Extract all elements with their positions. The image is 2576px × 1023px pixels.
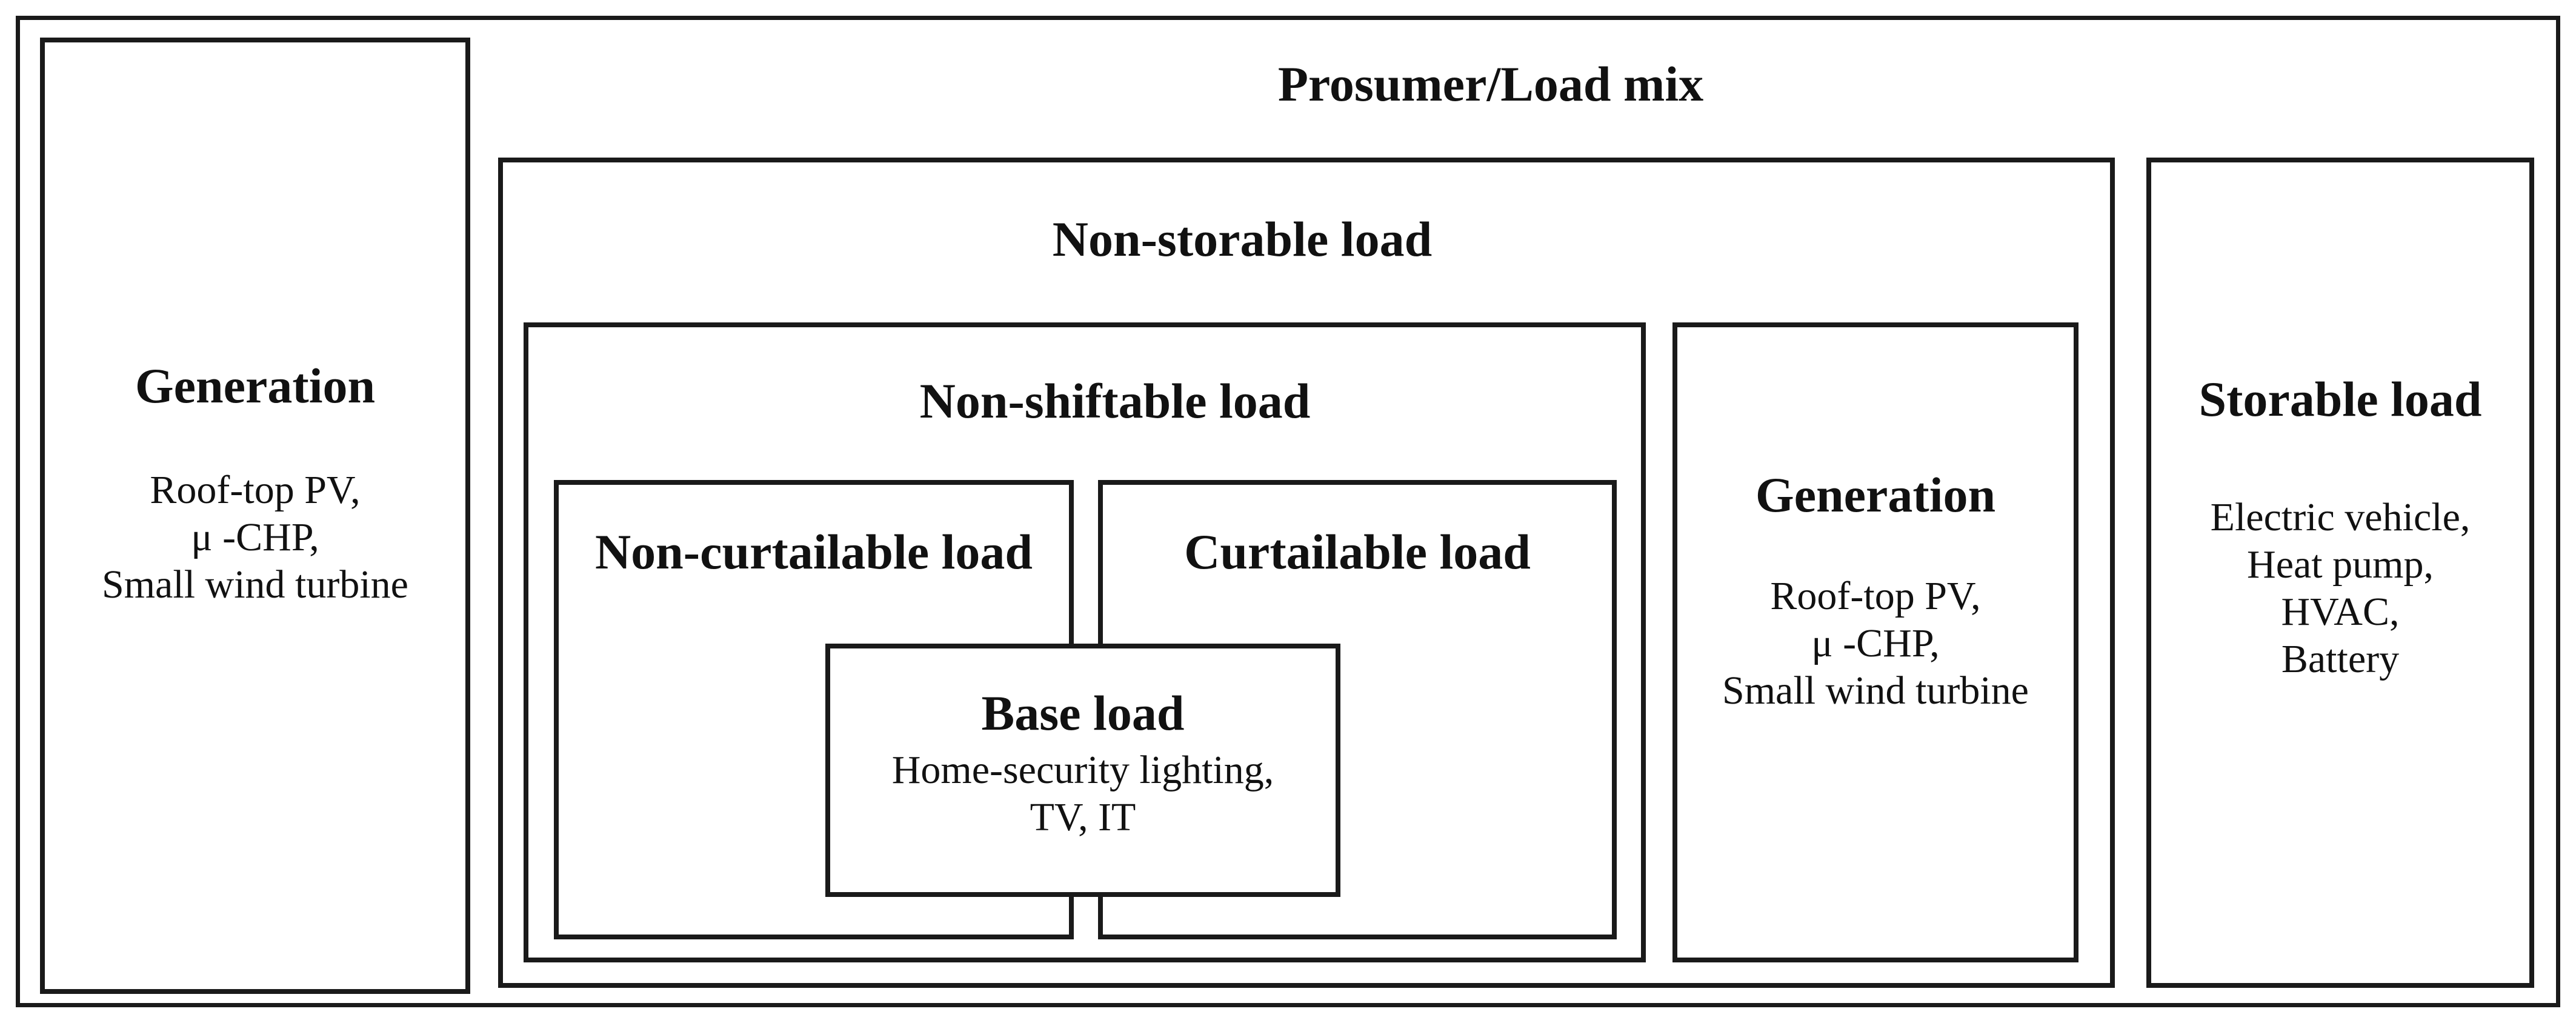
base-load-item: TV, IT — [1030, 795, 1136, 839]
base-load-box — [825, 644, 1340, 897]
generation-left-item: Roof-top PV, — [150, 468, 361, 512]
generation-box-left — [40, 38, 470, 994]
generation-left-item: μ -CHP, — [191, 515, 319, 559]
base-load-item: Home-security lighting, — [891, 748, 1274, 792]
base-load-heading: Base load — [981, 685, 1185, 741]
generation-inner-item: Roof-top PV, — [1770, 574, 1981, 618]
non-curtailable-heading: Non-curtailable load — [594, 524, 1033, 579]
non-shiftable-heading: Non-shiftable load — [919, 373, 1311, 428]
generation-box-inner — [1672, 322, 2078, 962]
generation-left-heading: Generation — [135, 358, 376, 413]
storable-item: Heat pump, — [2247, 542, 2434, 587]
generation-inner-heading: Generation — [1755, 467, 1996, 522]
curtailable-heading: Curtailable load — [1184, 524, 1531, 579]
generation-inner-item: μ -CHP, — [1811, 621, 1940, 665]
storable-item: HVAC, — [2281, 590, 2400, 634]
storable-box — [2146, 158, 2534, 988]
generation-left-items: Roof-top PV, μ -CHP, Small wind turbine — [40, 467, 470, 608]
storable-items: Electric vehicle, Heat pump, HVAC, Batte… — [2146, 494, 2534, 683]
generation-inner-item: Small wind turbine — [1722, 668, 2029, 713]
generation-left-item: Small wind turbine — [102, 562, 408, 607]
generation-inner-items: Roof-top PV, μ -CHP, Small wind turbine — [1672, 573, 2078, 715]
storable-heading: Storable load — [2198, 372, 2482, 427]
diagram-title: Prosumer/Load mix — [1277, 56, 1704, 112]
base-load-items: Home-security lighting, TV, IT — [825, 747, 1340, 841]
storable-item: Electric vehicle, — [2210, 495, 2471, 539]
non-storable-heading: Non-storable load — [1052, 212, 1433, 267]
storable-item: Battery — [2281, 637, 2400, 681]
